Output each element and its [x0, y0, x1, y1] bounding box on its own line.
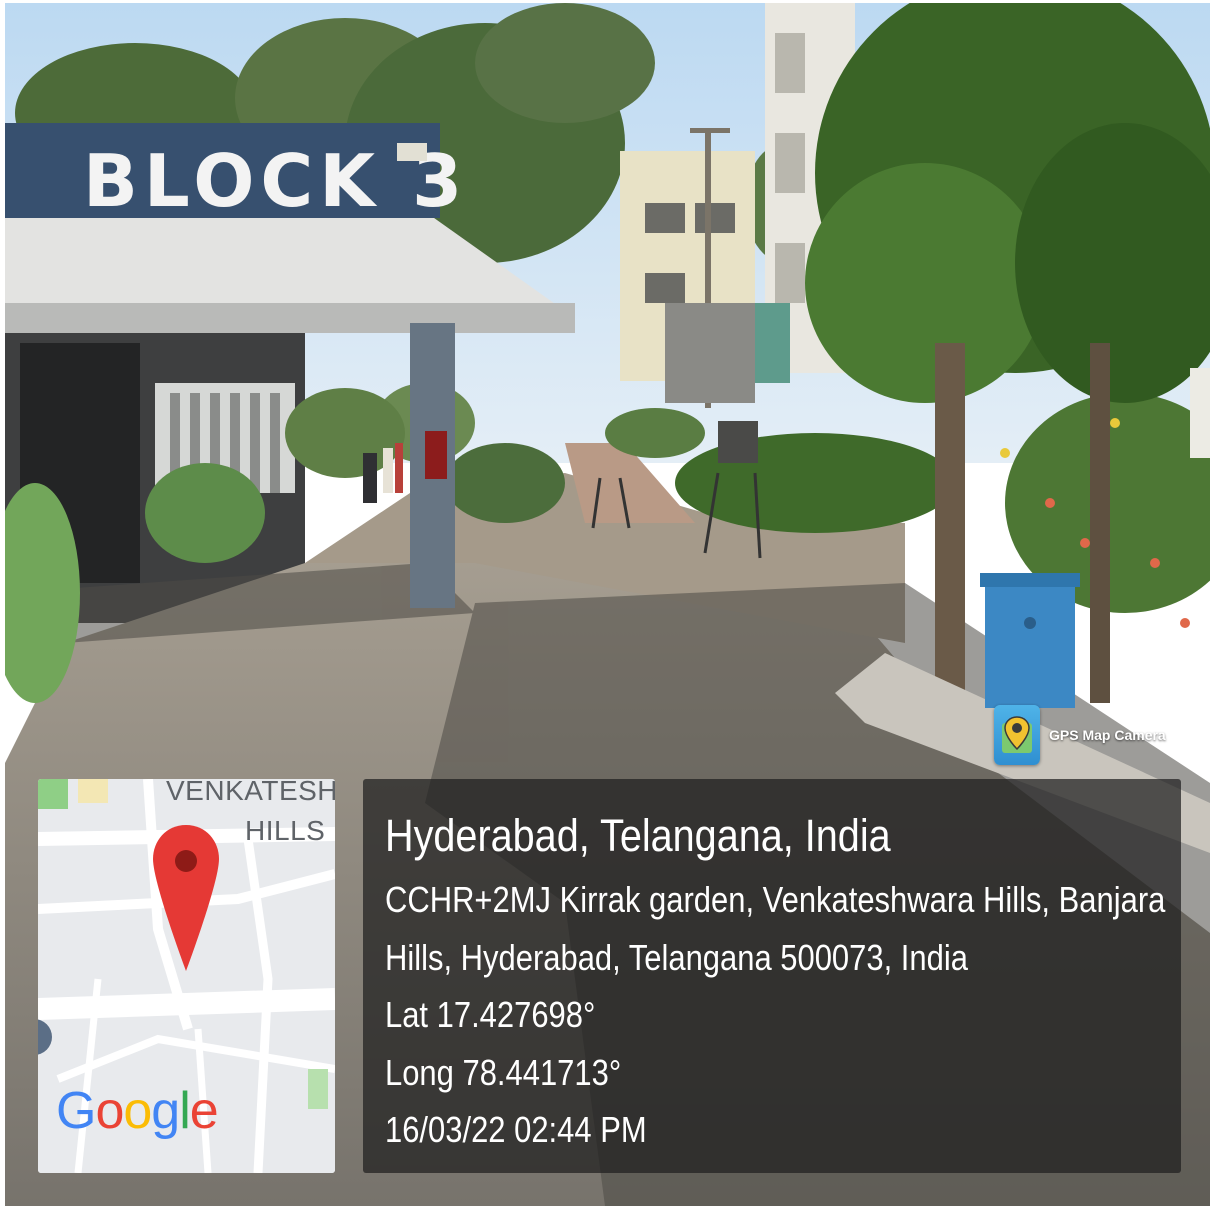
google-letter-g2: g	[151, 1082, 180, 1140]
minimap-roads	[38, 779, 335, 1173]
address-line-2: Hills, Hyderabad, Telangana 500073, Indi…	[385, 936, 968, 978]
address-line-1: CCHR+2MJ Kirrak garden, Venkateshwara Hi…	[385, 879, 1166, 920]
map-place-label: VENKATESHW	[166, 779, 335, 806]
google-letter-e: e	[189, 1082, 219, 1140]
blue-dustbin	[980, 573, 1080, 708]
location-info-panel: Hyderabad, Telangana, India CCHR+2MJ Kir…	[363, 779, 1181, 1173]
map-edge-marker	[38, 1019, 52, 1055]
map-pin-icon	[994, 705, 1040, 765]
timestamp: 16/03/22 02:44 PM	[385, 1109, 647, 1150]
entrance-canopy: BLOCK 3	[5, 123, 575, 608]
google-letter-g: G	[56, 1082, 96, 1140]
map-place-label-2: HILLS	[245, 815, 326, 846]
location-title: Hyderabad, Telangana, India	[385, 810, 891, 861]
notice-board	[1190, 368, 1210, 458]
distant-people	[363, 443, 403, 503]
google-letter-o2: o	[123, 1082, 152, 1140]
location-minimap: VENKATESHW HILLS Google	[38, 779, 335, 1173]
path-signboards	[591, 421, 762, 559]
google-letter-l: l	[179, 1082, 191, 1140]
gps-map-camera-badge: GPS Map Camera	[994, 704, 1166, 766]
google-logo: Google	[56, 1082, 219, 1140]
google-letter-o1: o	[95, 1082, 124, 1140]
canopy-sign-board	[5, 123, 440, 218]
large-tree	[805, 3, 1210, 703]
longitude: Long 78.441713°	[385, 1051, 622, 1093]
location-pin-icon	[153, 825, 219, 971]
latitude: Lat 17.427698°	[385, 994, 596, 1035]
badge-label: GPS Map Camera	[1049, 727, 1166, 743]
